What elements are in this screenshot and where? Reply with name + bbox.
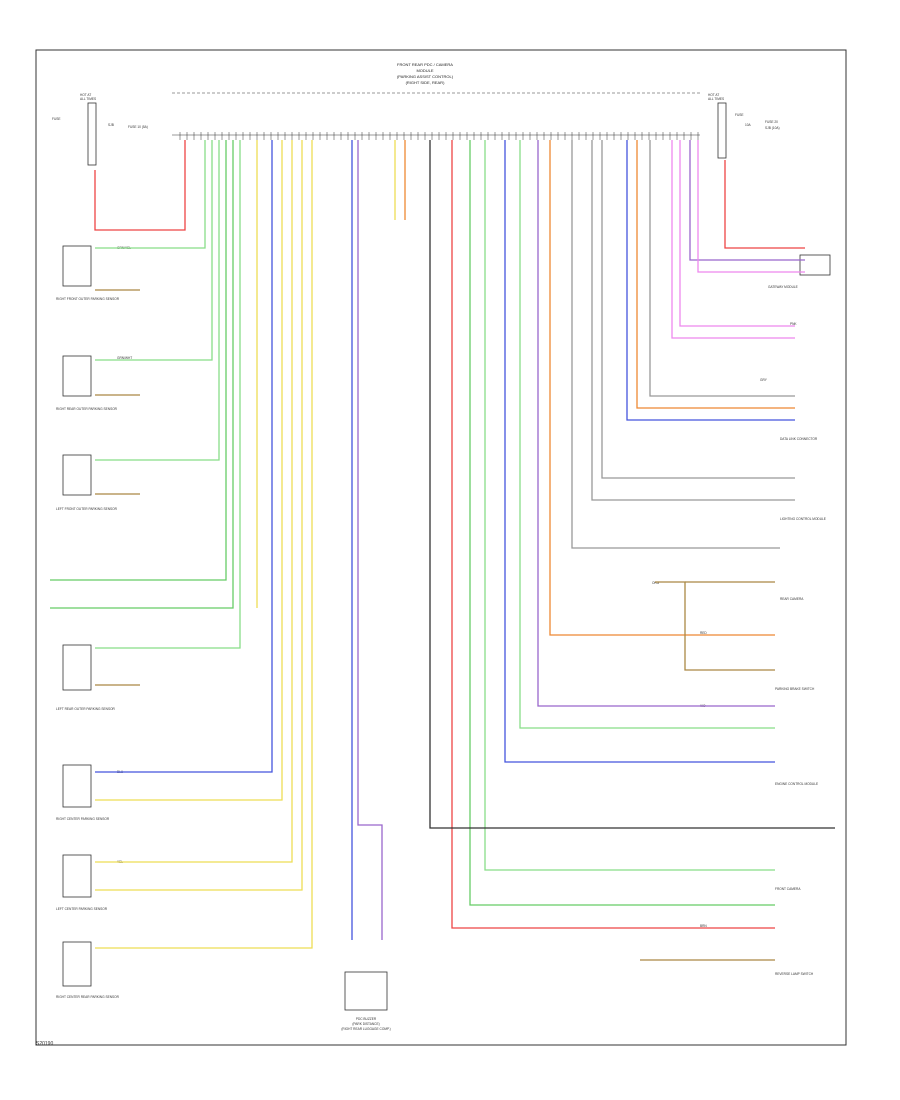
svg-text:ALL TIMES: ALL TIMES bbox=[708, 97, 724, 101]
right-component-5: PARKING BRAKE SWITCH bbox=[775, 687, 815, 691]
svg-text:FUSE 10 (5A): FUSE 10 (5A) bbox=[128, 125, 148, 129]
svg-text:FUSE: FUSE bbox=[735, 113, 744, 117]
svg-text:FUSE 20: FUSE 20 bbox=[765, 120, 778, 124]
svg-text:GRN/WHT: GRN/WHT bbox=[117, 356, 132, 360]
wire-21 bbox=[504, 140, 775, 763]
right-component-8: REVERSE LAMP SWITCH bbox=[775, 972, 814, 976]
wire-9 bbox=[95, 140, 273, 773]
left-fuse: HOT AT ALL TIMES FUSE SJB FUSE 10 (5A) bbox=[52, 93, 148, 166]
svg-text:SJB: SJB bbox=[108, 123, 114, 127]
right-component-6: ENGINE CONTROL MODULE bbox=[775, 782, 818, 786]
svg-text:GRY: GRY bbox=[760, 378, 768, 382]
svg-text:RED: RED bbox=[700, 631, 707, 635]
svg-text:REAR CAMERA: REAR CAMERA bbox=[780, 597, 804, 601]
wire-30 bbox=[649, 140, 795, 397]
wire-11 bbox=[95, 140, 293, 863]
diagram-frame bbox=[35, 49, 847, 1046]
module-title-1: FRONT REAR PDC / CAMERA bbox=[397, 62, 453, 67]
wire-29 bbox=[636, 140, 795, 409]
right-component-4: REAR CAMERA bbox=[780, 597, 804, 601]
svg-text:(PARK DISTANCE): (PARK DISTANCE) bbox=[352, 1022, 379, 1026]
wire-36 bbox=[655, 581, 775, 671]
svg-text:RIGHT CENTER PARKING SENSOR: RIGHT CENTER PARKING SENSOR bbox=[56, 817, 110, 821]
module-title-2: MODULE bbox=[416, 68, 433, 73]
svg-text:ORG: ORG bbox=[652, 581, 660, 585]
right-component-2: DATA LINK CONNECTOR bbox=[780, 437, 818, 441]
wire-27 bbox=[601, 140, 795, 479]
left-sensor-4: LEFT REAR OUTER PARKING SENSOR bbox=[56, 644, 116, 711]
wire-23 bbox=[537, 140, 775, 707]
svg-text:DATA LINK CONNECTOR: DATA LINK CONNECTOR bbox=[780, 437, 818, 441]
module-title-4: (RIGHT SIDE, REAR) bbox=[406, 80, 445, 85]
wire-32 bbox=[679, 140, 795, 327]
wire-13 bbox=[95, 140, 313, 949]
wire-35 bbox=[724, 160, 805, 249]
svg-text:GATEWAY MODULE: GATEWAY MODULE bbox=[768, 285, 798, 289]
svg-text:LEFT REAR OUTER PARKING SENSOR: LEFT REAR OUTER PARKING SENSOR bbox=[56, 707, 116, 711]
wire-25 bbox=[571, 140, 780, 549]
figure-code: S20190 bbox=[36, 1041, 54, 1047]
svg-text:ALL TIMES: ALL TIMES bbox=[80, 97, 96, 101]
svg-text:ENGINE CONTROL MODULE: ENGINE CONTROL MODULE bbox=[775, 782, 818, 786]
svg-text:PARKING BRAKE SWITCH: PARKING BRAKE SWITCH bbox=[775, 687, 815, 691]
svg-text:PNK: PNK bbox=[790, 322, 797, 326]
wire-4 bbox=[95, 140, 220, 461]
wire-1 bbox=[94, 140, 186, 231]
wire-7 bbox=[95, 140, 241, 649]
wire-22 bbox=[519, 140, 775, 729]
right-component-3: LIGHTING CONTROL MODULE bbox=[780, 517, 826, 521]
svg-text:REVERSE LAMP SWITCH: REVERSE LAMP SWITCH bbox=[775, 972, 814, 976]
right-component-7: FRONT CAMERA bbox=[775, 887, 801, 891]
wire-33 bbox=[689, 140, 805, 261]
right-component-1: GATEWAY MODULE bbox=[768, 254, 831, 289]
svg-text:FUSE: FUSE bbox=[52, 117, 61, 121]
module-title-3: (PARKING ASSIST CONTROL) bbox=[397, 74, 454, 79]
right-fuse: HOT AT ALL TIMES FUSE 10A FUSE 20 SJB (1… bbox=[708, 93, 780, 159]
wire-6 bbox=[50, 140, 234, 609]
wire-20 bbox=[484, 140, 775, 871]
wire-10 bbox=[95, 140, 283, 801]
svg-text:LEFT CENTER PARKING SENSOR: LEFT CENTER PARKING SENSOR bbox=[56, 907, 108, 911]
wire-28 bbox=[626, 140, 795, 421]
left-sensor-3: LEFT FRONT OUTER PARKING SENSOR bbox=[56, 454, 118, 511]
wire-38 bbox=[429, 140, 835, 829]
svg-text:RIGHT CENTER REAR PARKING SENS: RIGHT CENTER REAR PARKING SENSOR bbox=[56, 995, 120, 999]
svg-text:RIGHT FRONT OUTER PARKING SENS: RIGHT FRONT OUTER PARKING SENSOR bbox=[56, 297, 120, 301]
svg-text:10A: 10A bbox=[745, 123, 752, 127]
wire-31 bbox=[671, 140, 795, 339]
svg-text:HOT AT: HOT AT bbox=[708, 93, 719, 97]
wire-26 bbox=[591, 140, 795, 501]
wire-3 bbox=[95, 140, 213, 361]
svg-text:LEFT FRONT OUTER PARKING SENSO: LEFT FRONT OUTER PARKING SENSOR bbox=[56, 507, 118, 511]
svg-text:(RIGHT REAR LUGGAGE COMP.): (RIGHT REAR LUGGAGE COMP.) bbox=[341, 1027, 390, 1031]
wire-15 bbox=[357, 140, 383, 940]
left-sensor-1: RIGHT FRONT OUTER PARKING SENSOR bbox=[56, 245, 120, 301]
svg-text:BRN: BRN bbox=[700, 924, 707, 928]
wire-34 bbox=[697, 140, 805, 273]
wire-24 bbox=[549, 140, 775, 636]
left-sensor-5: RIGHT CENTER PARKING SENSOR bbox=[56, 764, 110, 821]
wire-19 bbox=[469, 140, 775, 906]
left-sensor-2: RIGHT REAR OUTER PARKING SENSOR bbox=[56, 355, 118, 411]
wire-5 bbox=[50, 140, 227, 581]
svg-text:SJB (10A): SJB (10A) bbox=[765, 126, 780, 130]
svg-text:HOT AT: HOT AT bbox=[80, 93, 91, 97]
wire-18 bbox=[451, 140, 775, 929]
wire-12 bbox=[95, 140, 303, 891]
svg-text:RIGHT REAR OUTER PARKING SENSO: RIGHT REAR OUTER PARKING SENSOR bbox=[56, 407, 118, 411]
svg-text:PDC BUZZER: PDC BUZZER bbox=[356, 1017, 377, 1021]
svg-text:FRONT CAMERA: FRONT CAMERA bbox=[775, 887, 801, 891]
bottom-buzzer: PDC BUZZER (PARK DISTANCE) (RIGHT REAR L… bbox=[341, 971, 391, 1031]
wire-2 bbox=[95, 140, 206, 249]
left-sensor-7: RIGHT CENTER REAR PARKING SENSOR bbox=[56, 941, 120, 999]
left-sensor-6: LEFT CENTER PARKING SENSOR bbox=[56, 854, 108, 911]
svg-text:LIGHTING CONTROL MODULE: LIGHTING CONTROL MODULE bbox=[780, 517, 826, 521]
